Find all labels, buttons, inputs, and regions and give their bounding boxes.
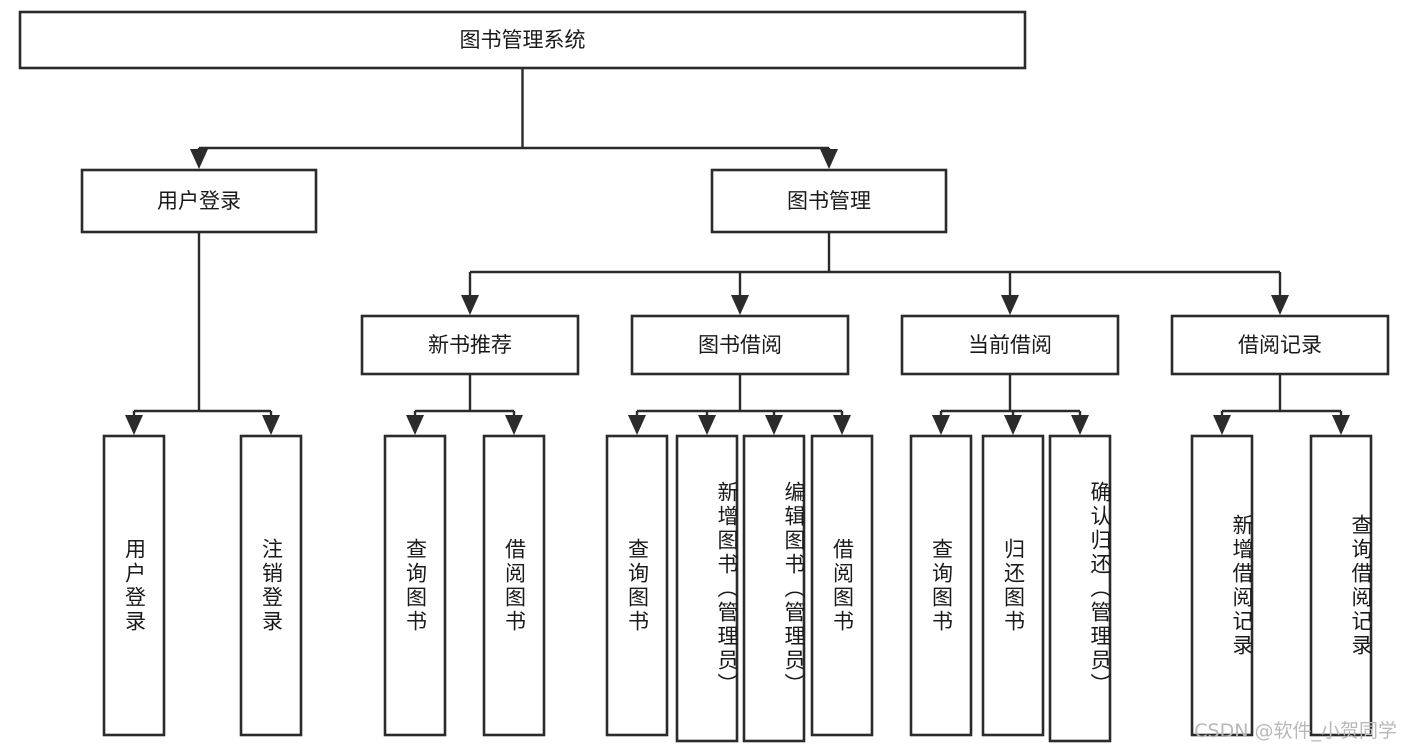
node-box-leaf-query-borrow-record [1309,434,1373,737]
node-box-leaf-add-borrow-record [1190,434,1254,737]
node-box-leaf-query-book-3 [909,434,973,737]
arrow-head-icon-leaf-query-book-2 [628,415,646,435]
node-label-new-book-recommend: 新书推荐 [428,333,512,357]
arrow-head-icon-book-borrow [731,295,749,315]
arrow-head-icon-book-manage [820,149,838,169]
boxes-layer [18,10,1390,743]
arrow-head-icon-leaf-return-book [1004,415,1022,435]
arrow-head-icon-leaf-query-book-1 [406,415,424,435]
node-box-user-login [80,168,318,234]
node-box-leaf-user-logout [239,434,303,737]
arrow-head-icon-borrow-record [1271,295,1289,315]
node-label-borrow-record: 借阅记录 [1238,333,1322,357]
node-box-leaf-query-book-2 [605,434,669,737]
arrow-head-icon-leaf-query-borrow-record [1332,415,1350,435]
node-label-book-borrow: 图书借阅 [698,333,782,357]
arrow-head-icon-leaf-borrow-book-1 [505,415,523,435]
arrow-head-icon-leaf-confirm-return [1071,415,1089,435]
csdn-watermark: CSDN @软件_小贺同学 [1194,720,1397,742]
node-box-leaf-edit-book [742,434,806,743]
node-box-leaf-user-login [102,434,166,737]
arrow-head-icon-leaf-add-book [698,415,716,435]
arrow-head-icon-leaf-user-logout [262,415,280,435]
node-box-leaf-return-book [981,434,1045,737]
arrow-head-icon-leaf-add-borrow-record [1213,415,1231,435]
arrow-head-icon-leaf-edit-book [765,415,783,435]
node-label-user-login: 用户登录 [157,189,241,213]
arrow-head-icon-leaf-user-login [125,415,143,435]
arrow-head-icon-new-book-recommend [461,295,479,315]
node-box-root [18,10,1027,70]
node-box-leaf-add-book [675,434,739,743]
node-box-leaf-borrow-book-1 [482,434,546,737]
arrow-head-icon-leaf-borrow-book-2 [833,415,851,435]
node-label-root: 图书管理系统 [460,28,586,52]
node-box-new-book-recommend [360,314,580,376]
node-box-current-borrow [900,314,1120,376]
node-box-borrow-record [1170,314,1390,376]
node-box-book-manage [710,168,948,234]
node-label-book-manage: 图书管理 [787,189,871,213]
node-label-current-borrow: 当前借阅 [968,333,1052,357]
arrow-head-icon-current-borrow [1001,295,1019,315]
node-box-leaf-borrow-book-2 [810,434,874,737]
node-box-leaf-confirm-return [1048,434,1112,743]
node-box-book-borrow [630,314,850,376]
node-box-leaf-query-book-1 [383,434,447,737]
arrow-head-icon-leaf-query-book-3 [932,415,950,435]
connectors-layer [125,68,1350,435]
arrow-head-icon-user-login [190,149,208,169]
